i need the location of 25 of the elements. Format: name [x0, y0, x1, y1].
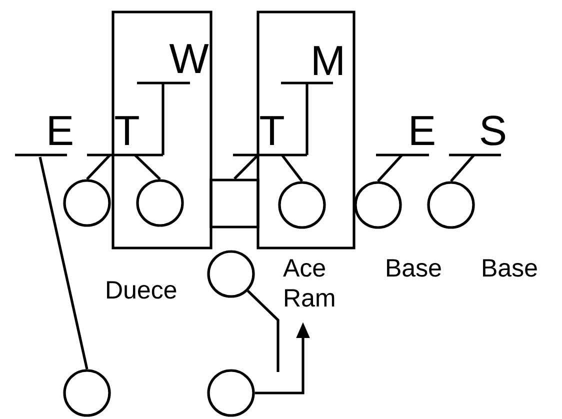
player-circle — [63, 369, 111, 417]
assignment-line — [86, 154, 111, 180]
assignment-line — [450, 154, 475, 182]
position-label: Duece — [107, 281, 176, 299]
position-label: Ace Ram — [283, 259, 334, 307]
assignment-line — [134, 154, 161, 180]
route-line — [246, 290, 280, 372]
assignment-line — [38, 156, 88, 370]
player-circle — [136, 179, 184, 227]
assignment-line — [280, 154, 304, 182]
player-circle — [427, 181, 475, 229]
assignment-line — [377, 154, 403, 182]
player-circle — [354, 181, 402, 229]
player-circle — [207, 369, 255, 417]
center-box — [210, 178, 260, 228]
position-label: Base — [483, 259, 537, 277]
zone-box — [112, 10, 212, 250]
assignment-line — [234, 154, 259, 180]
player-circle — [278, 181, 326, 229]
player-circle — [63, 179, 111, 227]
player-circle — [207, 250, 255, 298]
assignment-line — [306, 83, 308, 155]
zone-box — [256, 10, 356, 250]
assignment-line — [162, 83, 164, 155]
position-label: Base — [387, 259, 441, 277]
